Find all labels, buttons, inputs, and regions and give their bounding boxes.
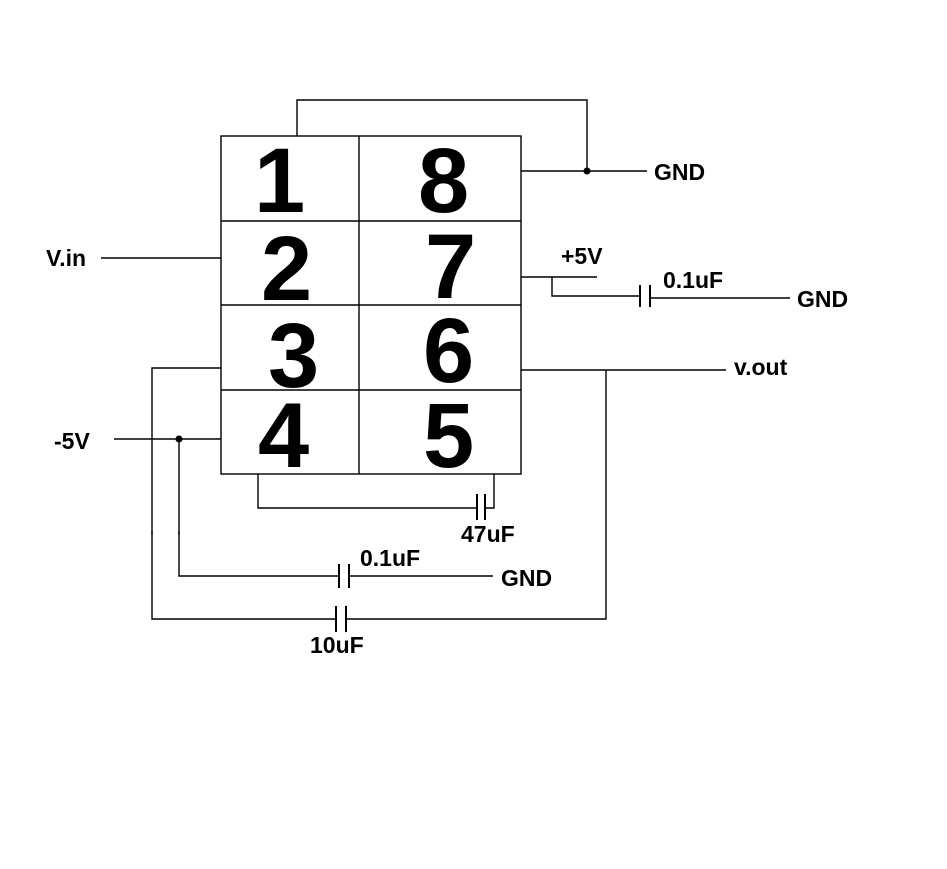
pin-4-label: 4 [258, 385, 309, 487]
net-labels: GND V.in +5V 0.1uF GND v.out -5V 47uF 0.… [46, 159, 848, 658]
pin-8-label: 8 [418, 130, 469, 232]
cap-c-pin4-5-value: 47uF [461, 521, 515, 547]
cap-c-neg5v-value: 0.1uF [360, 545, 420, 571]
pin-2-label: 2 [261, 218, 312, 320]
pin-3-label: 3 [268, 305, 319, 407]
neg5v-label: -5V [54, 428, 90, 454]
gnd-label-pin7-cap: GND [797, 286, 848, 312]
vin-label: V.in [46, 245, 86, 271]
vout-wire [151, 367, 726, 632]
pin-7-label: 7 [425, 216, 476, 318]
neg5v-wire [114, 435, 493, 588]
pin-5-label: 5 [423, 385, 474, 487]
gnd-label-top: GND [654, 159, 705, 185]
gnd-label-bottom-cap: GND [501, 565, 552, 591]
pin4-pin5-cap-wire [257, 474, 495, 520]
vout-label: v.out [734, 354, 788, 380]
pin-1-label: 1 [254, 130, 305, 232]
cap-c-pin7-value: 0.1uF [663, 267, 723, 293]
junction-dot [583, 167, 591, 175]
pin-6-label: 6 [423, 300, 474, 402]
pin7-supply-wire [521, 276, 790, 307]
ic-package [220, 135, 522, 475]
pin1-pin8-ground-wire [296, 99, 647, 175]
cap-c-feedback-value: 10uF [310, 632, 364, 658]
pin-numbers: 1 8 2 7 3 6 4 5 [254, 130, 476, 487]
pos5v-label: +5V [561, 243, 603, 269]
